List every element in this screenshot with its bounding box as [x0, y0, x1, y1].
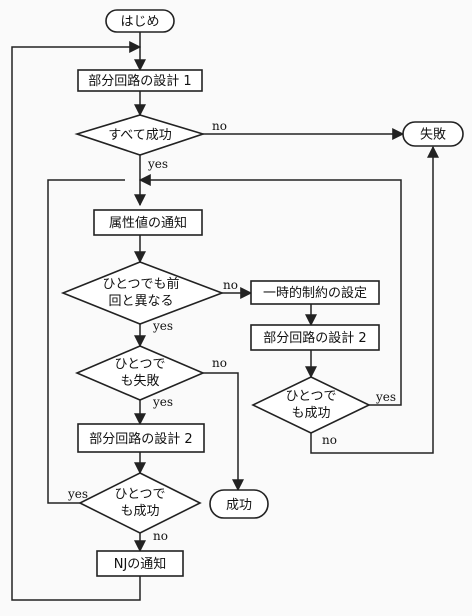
- decision-any-success-right-label-2: も成功: [291, 406, 330, 421]
- node-design2-left-label: 部分回路の設計 2: [89, 431, 192, 447]
- decision-any-success-left-label-2: も成功: [120, 504, 159, 519]
- decision-all-success: すべて成功: [74, 114, 206, 156]
- edge-label-yes: yes: [375, 390, 396, 404]
- decision-diff-prev: ひとつでも前 回と異なる: [60, 261, 225, 325]
- decision-any-success-left: ひとつで も成功: [78, 472, 202, 534]
- decision-any-success-right-label-1: ひとつで: [285, 389, 336, 404]
- decision-any-fail: ひとつで も失敗: [74, 345, 206, 401]
- edge-label-no: no: [212, 356, 227, 370]
- decision-diff-prev-label-1: ひとつでも前: [102, 276, 179, 292]
- edge-anysuccess-loopback: [47, 179, 125, 504]
- edge-anysuccess-right-fail: [310, 145, 439, 454]
- node-design2-left: 部分回路の設計 2: [77, 423, 205, 453]
- decision-any-success-right: ひとつで も成功: [251, 376, 371, 434]
- edge-labels: no yes no yes no yes yes no yes no: [67, 119, 396, 543]
- node-success: 成功: [209, 489, 269, 519]
- node-fail-label: 失敗: [420, 128, 446, 143]
- node-notify-nj: NJの通知: [96, 550, 184, 577]
- node-start: はじめ: [105, 9, 175, 33]
- edge-label-yes: yes: [152, 395, 173, 409]
- decision-diff-prev-label-2: 回と異なる: [108, 294, 173, 309]
- node-temp-constraint-label: 一時的制約の設定: [263, 285, 367, 301]
- node-design2-right: 部分回路の設計 2: [250, 324, 380, 351]
- node-notify-attr-label: 属性値の通知: [109, 215, 187, 231]
- node-notify-nj-label: NJの通知: [114, 556, 167, 572]
- edge-anysuccess-right-loopback: [138, 174, 402, 406]
- edge-label-yes: yes: [147, 157, 168, 171]
- node-design1: 部分回路の設計 1: [77, 69, 203, 92]
- node-temp-constraint: 一時的制約の設定: [250, 280, 380, 305]
- node-notify-attr: 属性値の通知: [93, 209, 203, 236]
- connectors: [11, 32, 439, 601]
- node-design2-right-label: 部分回路の設計 2: [263, 330, 366, 346]
- edge-label-yes: yes: [152, 319, 173, 333]
- node-design1-label: 部分回路の設計 1: [88, 73, 191, 89]
- node-success-label: 成功: [226, 498, 252, 513]
- decision-any-fail-label-1: ひとつで: [114, 357, 165, 372]
- decision-any-fail-label-2: も失敗: [120, 374, 159, 389]
- edge-label-no: no: [212, 119, 227, 133]
- decision-any-success-left-label-1: ひとつで: [114, 487, 165, 502]
- node-fail: 失敗: [402, 121, 464, 147]
- decision-all-success-label: すべて成功: [108, 128, 172, 143]
- edge-anyfail-success: [203, 372, 244, 492]
- edge-label-no: no: [223, 278, 238, 292]
- edge-nj-restart: [11, 41, 142, 601]
- node-start-label: はじめ: [120, 15, 159, 30]
- edge-label-yes: yes: [67, 487, 88, 501]
- edge-label-no: no: [153, 529, 168, 543]
- edge-label-no: no: [322, 433, 337, 447]
